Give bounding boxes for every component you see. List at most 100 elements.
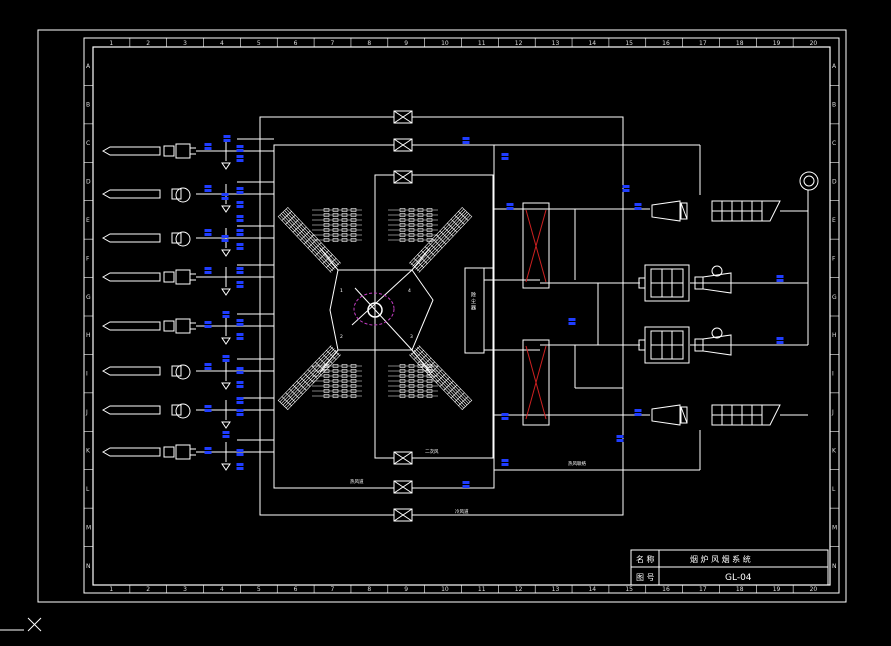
instrument-tap <box>622 185 630 192</box>
grid-col-label: 5 <box>257 40 261 47</box>
damper-icon <box>393 508 413 522</box>
grid-row-label: E <box>86 217 90 224</box>
furnace <box>319 247 434 373</box>
burner-arm <box>408 206 473 273</box>
mill-row <box>101 439 274 471</box>
instrument-tap <box>222 355 230 362</box>
silencer-icon <box>711 200 781 222</box>
feeder-icon <box>163 145 175 157</box>
grid-col-label: 2 <box>146 586 150 593</box>
grid-col-label: 1 <box>109 586 113 593</box>
grid-row-label: F <box>832 255 836 262</box>
instrument-tap <box>236 267 244 274</box>
instrument-tap <box>506 203 514 210</box>
grid-row-label: G <box>832 294 837 301</box>
instrument-tap <box>462 137 470 144</box>
grid-col-label: 11 <box>478 40 486 47</box>
instrument-tap <box>223 135 231 142</box>
grid-col-label: 7 <box>331 586 335 593</box>
instrument-tap <box>501 413 509 420</box>
instrument-tap <box>236 243 244 250</box>
instrument-tap <box>222 431 230 438</box>
heater-icon <box>638 326 732 364</box>
title-block: 名 称 烟 炉 风 烟 系 统 图 号 GL-04 <box>630 549 829 586</box>
sheet-outer-frame <box>37 29 847 603</box>
burner-arm <box>409 345 473 411</box>
grid-row-label: A <box>86 63 91 70</box>
sheet-border-inner <box>92 46 831 586</box>
instrument-tap <box>204 229 212 236</box>
furnace-center <box>367 302 383 318</box>
instrument-tap <box>236 333 244 340</box>
grid-col-label: 18 <box>736 40 744 47</box>
precipitator-label: 除 尘 器 <box>470 291 476 311</box>
instrument-tap <box>236 397 244 404</box>
instrument-tap <box>236 463 244 470</box>
grid-col-label: 8 <box>367 586 371 593</box>
grid-col-label: 6 <box>294 40 298 47</box>
instrument-tap <box>634 409 642 416</box>
air-heater-upper <box>522 202 550 289</box>
fan-icon <box>175 364 191 380</box>
grid-col-label: 16 <box>662 40 670 47</box>
instrument-tap <box>501 153 509 160</box>
mill-row <box>101 138 274 170</box>
grid-row-label: N <box>832 563 837 570</box>
grid-row-label: D <box>86 179 91 186</box>
mill-row <box>101 397 274 429</box>
mill-row <box>101 264 274 296</box>
corner-label-3: 3 <box>410 334 413 340</box>
grid-row-label: L <box>86 486 90 493</box>
grid-col-label: 4 <box>220 586 224 593</box>
silencer-icon <box>711 404 781 426</box>
feeder-icon <box>163 446 175 458</box>
instrument-tap <box>236 409 244 416</box>
grid-col-label: 14 <box>588 586 596 593</box>
grid-ticks <box>84 38 839 593</box>
grid-row-label: H <box>832 332 837 339</box>
grid-col-label: 1 <box>109 40 113 47</box>
grid-col-label: 10 <box>441 586 449 593</box>
instrument-tap <box>616 435 624 442</box>
burner-bank <box>312 208 362 242</box>
fan-icon <box>175 403 191 419</box>
grid-col-label: 15 <box>625 40 633 47</box>
instrument-tap <box>204 363 212 370</box>
grid-col-label: 13 <box>552 586 560 593</box>
grid-col-label: 19 <box>773 586 781 593</box>
heater-icon <box>638 264 732 302</box>
grid-col-label: 11 <box>478 586 486 593</box>
damper-icon <box>393 451 413 465</box>
instrument-tap <box>204 405 212 412</box>
grid-col-label: 4 <box>220 40 224 47</box>
grid-col-label: 17 <box>699 40 707 47</box>
grid-row-label: M <box>86 524 91 531</box>
grid-row-label: K <box>86 448 91 455</box>
instrument-tap <box>221 235 229 242</box>
grid-row-label: F <box>86 255 90 262</box>
grid-row-label: A <box>832 63 837 70</box>
instrument-tap <box>634 203 642 210</box>
damper-icon <box>393 110 413 522</box>
feeder-icon <box>163 320 175 332</box>
grid-row-label: B <box>86 102 90 109</box>
grid-col-label: 16 <box>662 586 670 593</box>
instrument-tap <box>236 215 244 222</box>
grid-col-label: 20 <box>810 40 818 47</box>
feeder-icon <box>163 271 175 283</box>
title-number-label: 图 号 <box>636 573 655 582</box>
precipitator <box>464 267 485 354</box>
instrument-tap <box>204 321 212 328</box>
instrument-tap <box>776 275 784 282</box>
title-number-value: GL-04 <box>725 573 752 583</box>
grid-row-label: J <box>85 409 88 416</box>
instrument-tap <box>236 319 244 326</box>
label-hot-air-tie: 热风联络 <box>568 460 586 467</box>
instrument-tap <box>568 318 576 325</box>
grid-labels: 1122334455667788991010111112121313141415… <box>85 40 837 593</box>
grid-row-label: C <box>832 140 836 147</box>
grid-col-label: 18 <box>736 586 744 593</box>
mill-row <box>101 181 274 213</box>
burner-bank <box>388 364 438 398</box>
